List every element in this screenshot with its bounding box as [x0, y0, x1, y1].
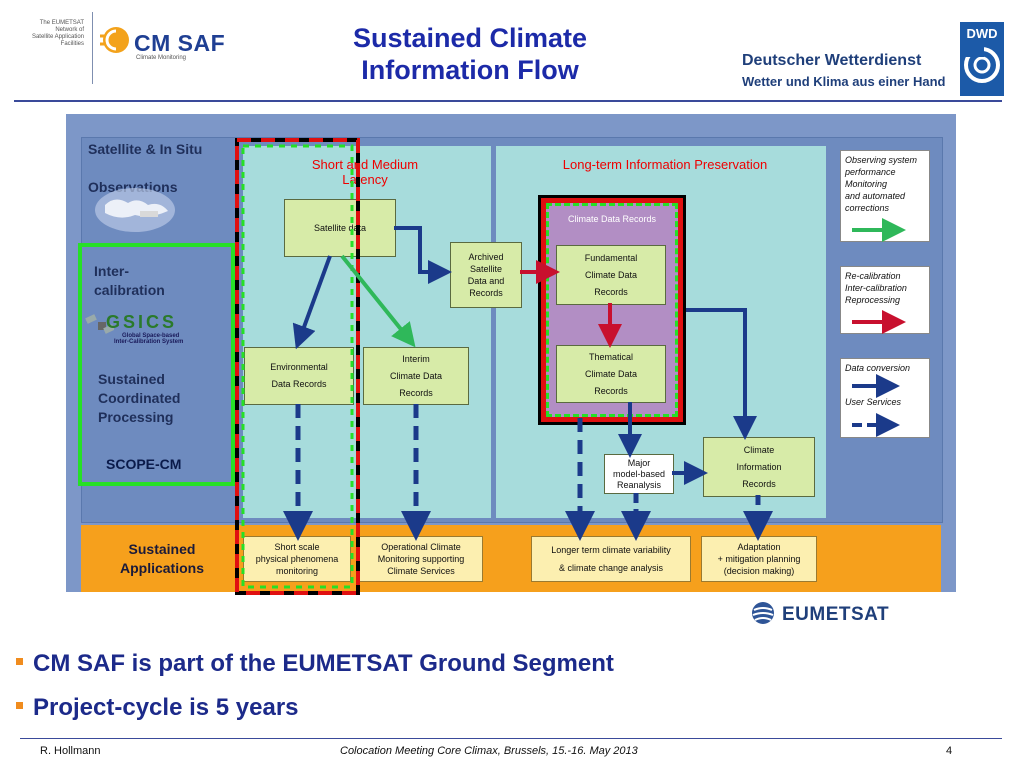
- footer-author: R. Hollmann: [40, 745, 101, 757]
- scope-cm-label: SCOPE-CM: [106, 456, 182, 472]
- bullet-marker: [16, 702, 23, 710]
- header-divider: [92, 12, 93, 84]
- short-latency-frame-red: [235, 138, 360, 595]
- bullet-item: CM SAF is part of the EUMETSAT Ground Se…: [16, 650, 614, 678]
- gsics-logo-text: GSICS: [106, 312, 178, 332]
- arrow-sat-to-archive: [394, 226, 452, 284]
- bullet-marker: [16, 658, 23, 666]
- environmental-data-box: Environmental Data Records: [244, 347, 354, 405]
- longer-term-app-box: Longer term climate variability & climat…: [531, 536, 691, 582]
- arrow-sat-to-interim: [340, 254, 416, 348]
- eumetsat-network-tagline: The EUMETSAT Network of Satellite Applic…: [31, 20, 84, 47]
- eumetsat-logo-icon: [752, 602, 774, 624]
- legend-observing-system: Observing system performance Monitoring …: [840, 150, 930, 242]
- globe-satellite-icon: [95, 188, 175, 232]
- dwd-logo: DWD: [960, 22, 1004, 96]
- dwd-swirl-icon: [964, 47, 1000, 83]
- arrow-sat-to-env: [292, 255, 332, 350]
- dwd-name: Deutscher Wetterdienst: [742, 52, 922, 69]
- reanalysis-box: Major model-based Reanalysis: [604, 454, 674, 494]
- bullet-item: Project-cycle is 5 years: [16, 694, 299, 722]
- short-latency-frame-green: [241, 144, 354, 589]
- long-term-title: Long-term Information Preservation: [562, 157, 768, 172]
- intercalibration-label: Inter- calibration: [94, 263, 165, 298]
- eumetsat-logo-text: EUMETSAT: [782, 604, 890, 625]
- dwd-tagline: Wetter und Klima aus einer Hand: [742, 74, 946, 89]
- footer-page-number: 4: [946, 745, 953, 757]
- intercalibration-highlight: [78, 243, 235, 486]
- page-title: Sustained Climate Information Flow: [352, 23, 588, 85]
- short-medium-latency-title: Short and Medium Latency: [311, 157, 419, 187]
- archived-data-box: Archived Satellite Data and Records: [450, 242, 522, 308]
- satellite-icon: [85, 314, 114, 334]
- cmsaf-sun-icon: [100, 27, 129, 53]
- cmsaf-logo-subtitle: Climate Monitoring: [136, 55, 187, 61]
- thematical-cdr-box: Thematical Climate Data Records: [556, 345, 666, 403]
- cdr-group-title: Climate Data Records: [567, 214, 657, 224]
- footer-rule: [20, 738, 1002, 739]
- header-rule: [14, 100, 1002, 102]
- interim-cdr-box: Interim Climate Data Records: [363, 347, 469, 405]
- satellite-data-box: Satellite data: [284, 199, 396, 257]
- arrow-cdr-to-info: [686, 308, 757, 440]
- fundamental-cdr-box: Fundamental Climate Data Records: [556, 245, 666, 305]
- operational-app-box: Operational Climate Monitoring supportin…: [359, 536, 483, 582]
- sustained-applications-label: Sustained Applications: [119, 541, 204, 576]
- sustained-processing-label: Sustained Coordinated Processing: [98, 371, 181, 425]
- cmsaf-logo-text: CM SAF: [134, 30, 226, 56]
- dwd-logo-text: DWD: [966, 26, 998, 41]
- short-scale-app-box: Short scale physical phenomena monitorin…: [243, 536, 351, 582]
- footer-event: Colocation Meeting Core Climax, Brussels…: [340, 745, 638, 757]
- gsics-logo: GSICS Global Space-based Inter-Calibrati…: [94, 312, 204, 356]
